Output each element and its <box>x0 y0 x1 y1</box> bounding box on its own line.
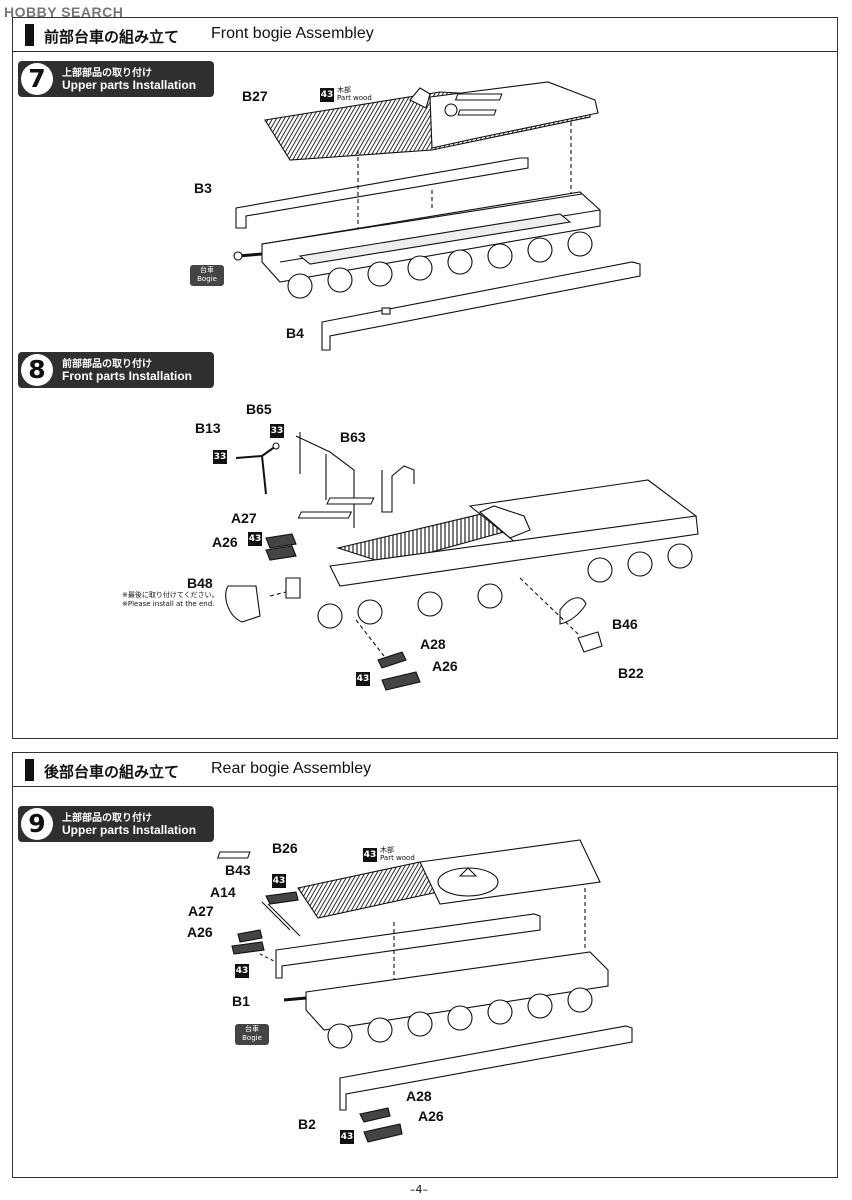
paint-code-badge: 43 <box>356 672 370 686</box>
part-label-a28: A28 <box>406 1088 432 1104</box>
b22-part <box>577 631 603 653</box>
watermark: HOBBY SEARCH <box>4 4 124 20</box>
step-8-badge: 8 前部部品の取り付け Front parts Installation <box>18 352 214 388</box>
step-title-en: Front parts Installation <box>62 369 193 383</box>
step-number: 8 <box>21 354 53 386</box>
paint-code-badge: 43 <box>248 532 262 546</box>
b43-plate <box>265 891 299 905</box>
paint-code-badge: 33 <box>270 424 284 438</box>
part-label-b48: B48 <box>187 575 213 591</box>
part-label-b3: B3 <box>194 180 212 196</box>
bogie-tag: 台車 Bogie <box>190 265 224 286</box>
b1-rail <box>275 913 541 979</box>
bogie-tag-jp: 台車 <box>200 266 214 274</box>
step-7-badge: 7 上部部品の取り付け Upper parts Installation <box>18 61 214 97</box>
part-label-a27: A27 <box>231 510 257 526</box>
step-title-jp: 上部部品の取り付け <box>62 813 152 824</box>
rear-bogie-header: 後部台車の組み立て Rear bogie Assembley <box>13 753 837 787</box>
wood-note-en: Part wood <box>380 854 415 862</box>
step-9-badge: 9 上部部品の取り付け Upper parts Installation <box>18 806 214 842</box>
wheels <box>287 231 593 299</box>
wheels <box>327 987 593 1049</box>
install-note-en: ※Please install at the end. <box>122 600 215 608</box>
step7-drawing <box>233 81 641 351</box>
a26b-plate <box>363 1123 403 1143</box>
part-label-a28: A28 <box>420 636 446 652</box>
step-number: 7 <box>21 63 53 95</box>
step-title-en: Upper parts Installation <box>62 823 197 837</box>
front-section-title-en: Front bogie Assembley <box>211 25 374 42</box>
a27-plate <box>265 533 297 549</box>
paint-code-badge: 43 <box>320 88 334 102</box>
part-label-a26b: A26 <box>418 1108 444 1124</box>
b48-coupler <box>225 585 261 623</box>
step-number: 9 <box>21 808 53 840</box>
wood-note-jp: 木部 <box>337 86 351 94</box>
bogie-tag: 台車 Bogie <box>235 1024 269 1045</box>
paint-code-badge: 33 <box>213 450 227 464</box>
front-section-title-jp: 前部台車の組み立て <box>44 28 180 46</box>
b2-rail <box>339 1025 633 1111</box>
part-label-b43: B43 <box>225 862 251 878</box>
part-label-b65: B65 <box>246 401 272 417</box>
wood-note-en: Part wood <box>337 94 372 102</box>
bogie-tag-jp: 台車 <box>245 1025 259 1033</box>
wheels <box>317 543 693 629</box>
rear-section-title-jp: 後部台車の組み立て <box>44 763 180 781</box>
b13-lever <box>235 445 277 495</box>
part-label-a26: A26 <box>212 534 238 550</box>
a28-plate <box>359 1107 391 1123</box>
paint-code-badge: 43 <box>272 874 286 888</box>
page-number: –4– <box>410 1183 428 1196</box>
wood-note-jp: 木部 <box>380 846 394 854</box>
rear-section-title-en: Rear bogie Assembley <box>211 760 372 777</box>
bogie-tag-en: Bogie <box>197 275 217 283</box>
paint-code-badge: 43 <box>340 1130 354 1144</box>
part-label-a14: A14 <box>210 884 236 900</box>
part-label-a26b: A26 <box>432 658 458 674</box>
paint-code-badge: 43 <box>363 848 377 862</box>
part-label-b26: B26 <box>272 840 298 856</box>
front-bogie-header: 前部台車の組み立て Front bogie Assembley <box>13 18 837 52</box>
paint-code-badge: 43 <box>235 964 249 978</box>
a26-plate <box>265 545 297 561</box>
part-label-a26: A26 <box>187 924 213 940</box>
a26-plate <box>231 941 265 955</box>
a26b-plate <box>381 671 421 691</box>
part-label-b1: B1 <box>232 993 250 1009</box>
header-marker <box>25 759 34 781</box>
install-note-jp: ※最後に取り付けてください。 <box>122 591 219 599</box>
part-label-b22: B22 <box>618 665 644 681</box>
part-label-b4: B4 <box>286 325 304 341</box>
b4-rail <box>321 261 641 351</box>
b63-stanchion <box>381 465 415 513</box>
part-label-b27: B27 <box>242 88 268 104</box>
b3-rail <box>235 157 529 229</box>
header-marker <box>25 24 34 46</box>
part-label-b2: B2 <box>298 1116 316 1132</box>
a27-plate <box>237 929 263 943</box>
a28-plate <box>377 651 407 669</box>
step8-drawing <box>225 432 699 691</box>
step-title-jp: 上部部品の取り付け <box>62 68 152 79</box>
part-label-b13: B13 <box>195 420 221 436</box>
b26-deck <box>297 861 439 919</box>
part-label-b63: B63 <box>340 429 366 445</box>
part-label-b46: B46 <box>612 616 638 632</box>
step9-drawing <box>216 839 633 1143</box>
part-label-a27: A27 <box>188 903 214 919</box>
step-title-en: Upper parts Installation <box>62 78 197 92</box>
b46-part <box>559 597 587 625</box>
bogie-tag-en: Bogie <box>242 1034 262 1042</box>
step-title-jp: 前部部品の取り付け <box>62 359 152 370</box>
